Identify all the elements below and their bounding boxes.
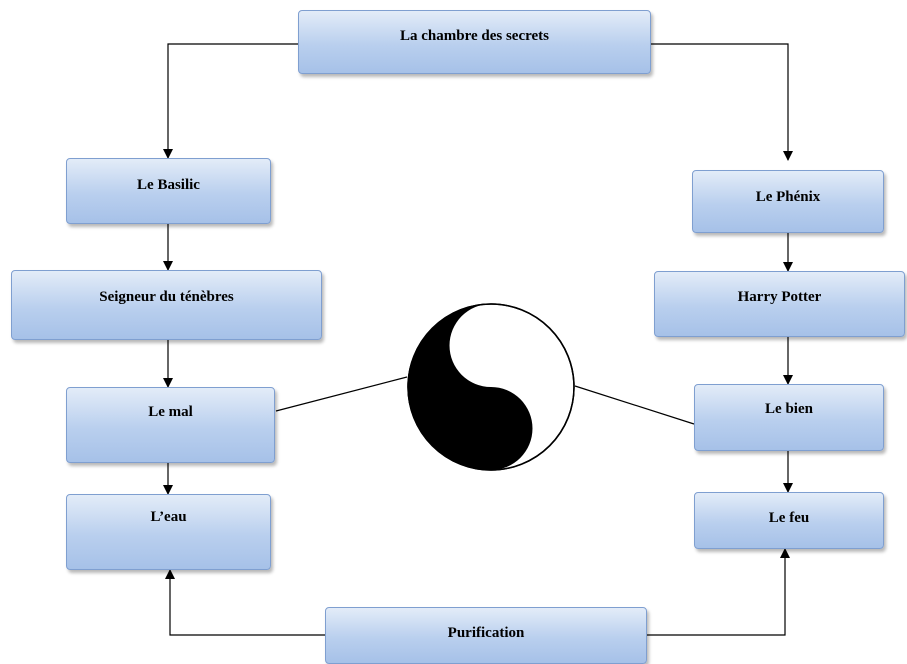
node-harry-potter: Harry Potter [654,271,905,337]
arrow-purification-to-eau [165,569,325,636]
node-label: Le Basilic [137,177,200,193]
node-label: Le Phénix [755,189,821,205]
node-label: Le feu [768,510,810,526]
node-le-feu: Le feu [694,492,884,549]
node-le-mal: Le mal [66,387,275,463]
node-phenix: Le Phénix [692,170,884,233]
node-label: Seigneur du ténèbres [99,289,234,305]
node-basilic: Le Basilic [66,158,271,224]
node-label: L’eau [150,509,187,525]
node-l-eau: L’eau [66,494,271,570]
node-seigneur-des-tenebres: Seigneur du ténèbres [11,270,322,340]
node-label: Le bien [765,401,813,417]
node-label: Harry Potter [737,289,822,305]
node-chambre-des-secrets: La chambre des secrets [298,10,651,74]
arrow-purification-to-feu [647,548,790,636]
node-label: Purification [447,625,525,641]
connector-mal-to-yinyang [275,376,408,412]
node-le-bien: Le bien [694,384,884,451]
node-label: La chambre des secrets [399,28,549,44]
node-purification: Purification [325,607,647,664]
connector-yinyang-to-bien [574,385,695,425]
node-label: Le mal [148,404,193,420]
yin-yang-icon [407,303,575,471]
arrow-top-to-basilic [163,43,298,159]
arrow-top-to-phenix [651,43,793,161]
